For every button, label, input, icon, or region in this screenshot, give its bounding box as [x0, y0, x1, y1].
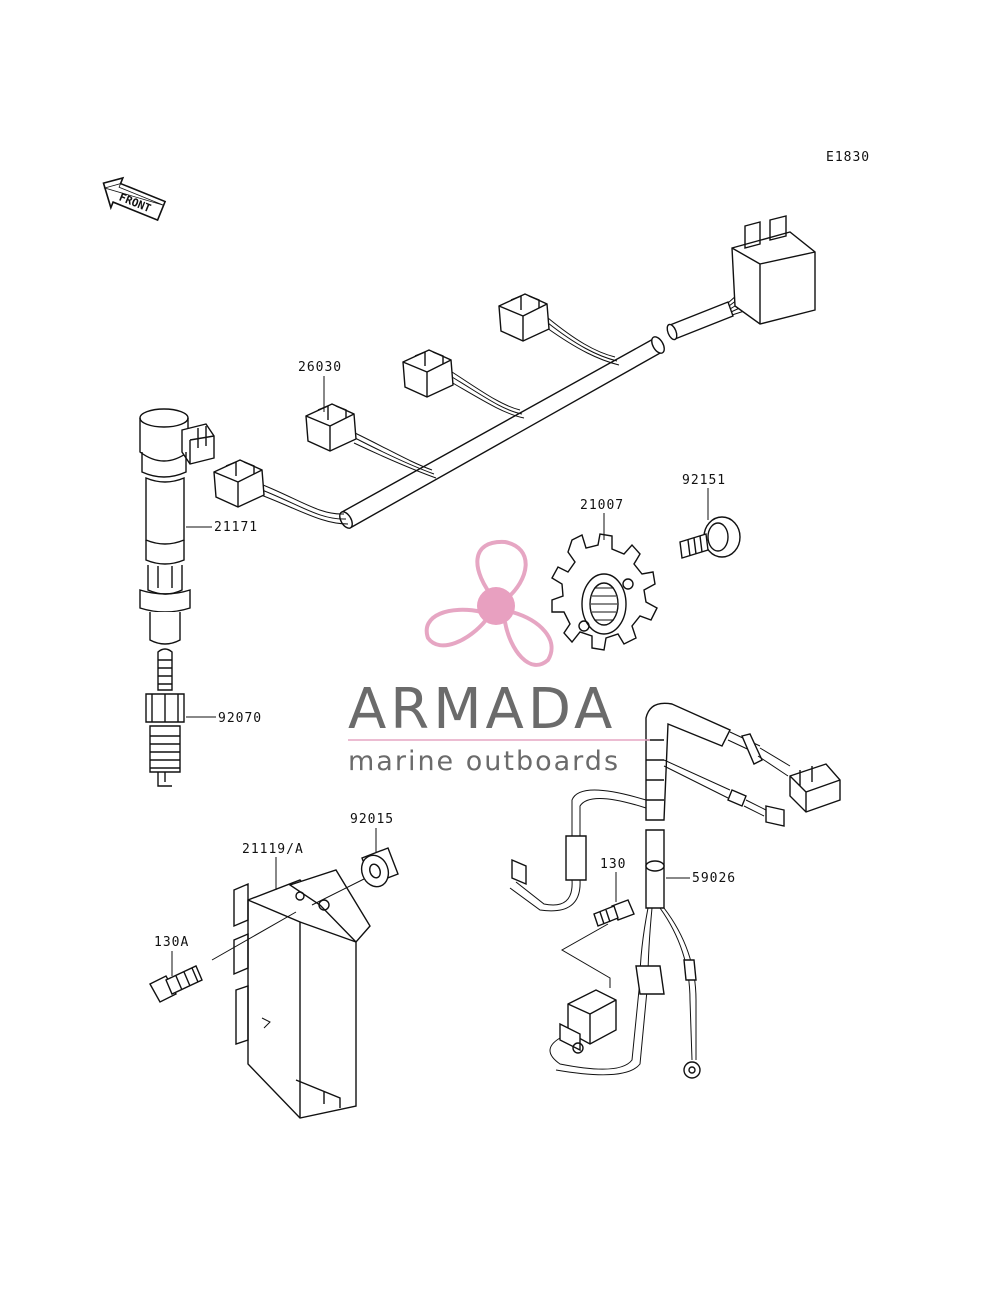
propeller-icon [424, 539, 554, 667]
watermark-name: ARMADA [348, 677, 616, 742]
pickup-harness [509, 702, 841, 1079]
main-connector [731, 215, 816, 325]
bolt-130 [593, 899, 635, 927]
part-label-130a: 130A [154, 935, 189, 950]
part-label-92151: 92151 [682, 473, 726, 488]
part-label-21007: 21007 [580, 498, 624, 513]
harness-connector-3 [402, 349, 454, 398]
part-label-130: 130 [600, 857, 626, 872]
watermark-logo: ARMADA marine outboards [348, 539, 650, 777]
part-label-92015: 92015 [350, 812, 394, 827]
harness-connector-1 [213, 459, 265, 508]
flange-bolt [679, 516, 741, 559]
part-label-21119a: 21119/A [242, 842, 304, 857]
watermark-tagline: marine outboards [348, 746, 620, 777]
part-label-92070: 92070 [218, 711, 262, 726]
diagram-code: E1830 [826, 150, 870, 165]
bolt-130a [149, 965, 203, 1003]
cdi-unit [211, 869, 371, 1119]
front-arrow-icon: FRONT [102, 176, 167, 222]
wiring-harness [213, 215, 816, 529]
harness-connector-4 [498, 293, 550, 342]
collar [360, 847, 399, 888]
part-label-59026: 59026 [692, 871, 736, 886]
part-label-21171: 21171 [214, 520, 258, 535]
sprocket-rotor [551, 533, 658, 651]
part-label-26030: 26030 [298, 360, 342, 375]
ignition-coil [139, 408, 215, 645]
harness-connector-2 [305, 403, 357, 452]
spark-plug [145, 648, 185, 787]
